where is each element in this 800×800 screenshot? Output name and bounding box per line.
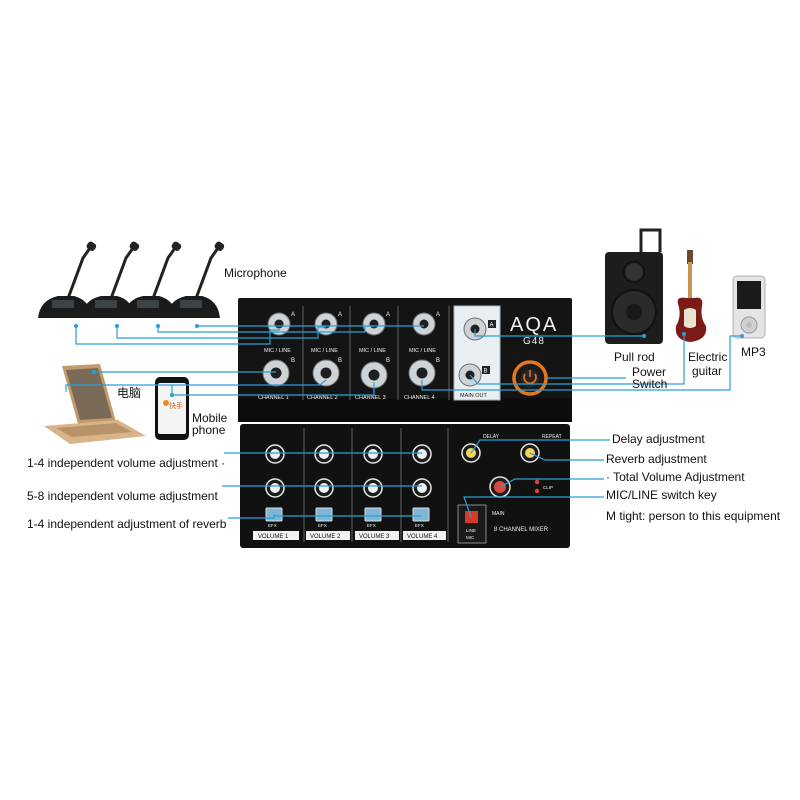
computer-label: 电脑 (117, 386, 142, 400)
efx-button-2[interactable] (315, 507, 333, 522)
main-out-section: A B MAIN OUT (453, 305, 501, 401)
microphone-icon (166, 241, 225, 318)
microphone-icon (38, 241, 97, 318)
jack-label-a: A (338, 312, 342, 318)
volume-label-3: VOLUME 3 (359, 534, 390, 540)
mobile-phone-icon: 快手 (155, 377, 189, 440)
power-switch-label-line2: Switch (632, 377, 668, 391)
efx-button-4[interactable] (412, 507, 430, 522)
power-switch-button[interactable] (512, 360, 548, 396)
power-switch-label-line1: Power (632, 365, 667, 379)
total-volume-label: · Total Volume Adjustment (606, 470, 745, 484)
jack-label-a: A (386, 312, 390, 318)
main-out-label: MAIN OUT (460, 393, 488, 399)
efx-label: EFX (415, 523, 424, 528)
reverb-adjustment-label: Reverb adjustment (606, 452, 707, 466)
repeat-label: REPEAT (542, 434, 562, 440)
mic-line-label: MIC / LINE (311, 348, 338, 354)
main-out-label-a: A (490, 323, 494, 329)
volume-label-2: VOLUME 2 (310, 534, 341, 540)
volume-5-8-label: 5-8 independent volume adjustment (27, 489, 218, 503)
model-name: G48 (523, 336, 545, 347)
pull-rod-label: Pull rod (614, 350, 655, 364)
efx-buttons: EFX EFX EFX EFX (265, 507, 430, 528)
main-label: MAIN (492, 511, 505, 517)
speaker-icon (605, 228, 663, 344)
microphone-icon (81, 241, 140, 318)
mic-line-label: MIC / LINE (264, 348, 291, 354)
delay-label: DELAY (483, 434, 500, 440)
mobile-phone-label-line1: Mobile (192, 411, 228, 425)
efx-label: EFX (367, 523, 376, 528)
efx-label: EFX (268, 523, 277, 528)
delay-adjustment-label: Delay adjustment (612, 432, 705, 446)
volume-1-4-label: 1-4 independent volume adjustment · (27, 456, 226, 470)
phone-app-label: 快手 (169, 401, 183, 410)
electric-guitar-label-line2: guitar (692, 364, 723, 378)
product-name: 8 CHANNEL MIXER (494, 527, 549, 533)
mobile-phone-label-line2: phone (192, 423, 226, 437)
channel-label-3: CHANNEL 3 (355, 395, 386, 401)
microphone-icon (123, 241, 182, 318)
volume-label-1: VOLUME 1 (258, 534, 289, 540)
brand-logo: AQA G48 (510, 314, 558, 347)
jack-label-b: B (291, 358, 295, 364)
switch-mic-label: MIC (466, 535, 475, 540)
mic-line-labels: MIC / LINE MIC / LINE MIC / LINE MIC / L… (264, 348, 436, 354)
brand-name: AQA (510, 314, 558, 336)
clip-label: CLIP (543, 485, 553, 490)
electric-guitar-label-line1: Electric (688, 350, 728, 364)
microphone-label: Microphone (224, 266, 287, 280)
input-jacks-b: B B B B (262, 358, 440, 389)
electric-guitar-icon (675, 250, 707, 342)
channel-label-2: CHANNEL 2 (307, 395, 338, 401)
efx-button-3[interactable] (364, 507, 382, 522)
jack-label-a: A (291, 312, 295, 318)
jack-label-b: B (436, 358, 440, 364)
channel-labels: CHANNEL 1 CHANNEL 2 CHANNEL 3 CHANNEL 4 (258, 395, 435, 401)
mic-line-switch-label: MIC/LINE switch key (606, 488, 717, 502)
volume-knobs-1-4 (265, 444, 432, 464)
mp3-label: MP3 (741, 345, 766, 359)
main-out-label-b: B (484, 369, 488, 375)
mic-line-switch-button[interactable]: LINE MIC (457, 504, 487, 544)
mic-line-label: MIC / LINE (409, 348, 436, 354)
jack-label-a: A (436, 312, 440, 318)
channel-label-4: CHANNEL 4 (404, 395, 435, 401)
laptop-icon (44, 364, 146, 444)
channel-label-1: CHANNEL 1 (258, 395, 289, 401)
mp3-player-icon (732, 275, 766, 339)
volume-label-4: VOLUME 4 (407, 534, 438, 540)
mic-line-label: MIC / LINE (359, 348, 386, 354)
switch-line-label: LINE (466, 528, 476, 533)
volume-labels: VOLUME 1 VOLUME 2 VOLUME 3 VOLUME 4 (253, 531, 446, 540)
m-tight-label: M tight: person to this equipment (606, 509, 781, 523)
connection-wires (65, 324, 744, 519)
jack-label-b: B (338, 358, 342, 364)
efx-label: EFX (318, 523, 327, 528)
reverb-1-4-label: 1-4 independent adjustment of reverb (27, 517, 227, 531)
jack-label-b: B (386, 358, 390, 364)
microphones (38, 241, 225, 318)
